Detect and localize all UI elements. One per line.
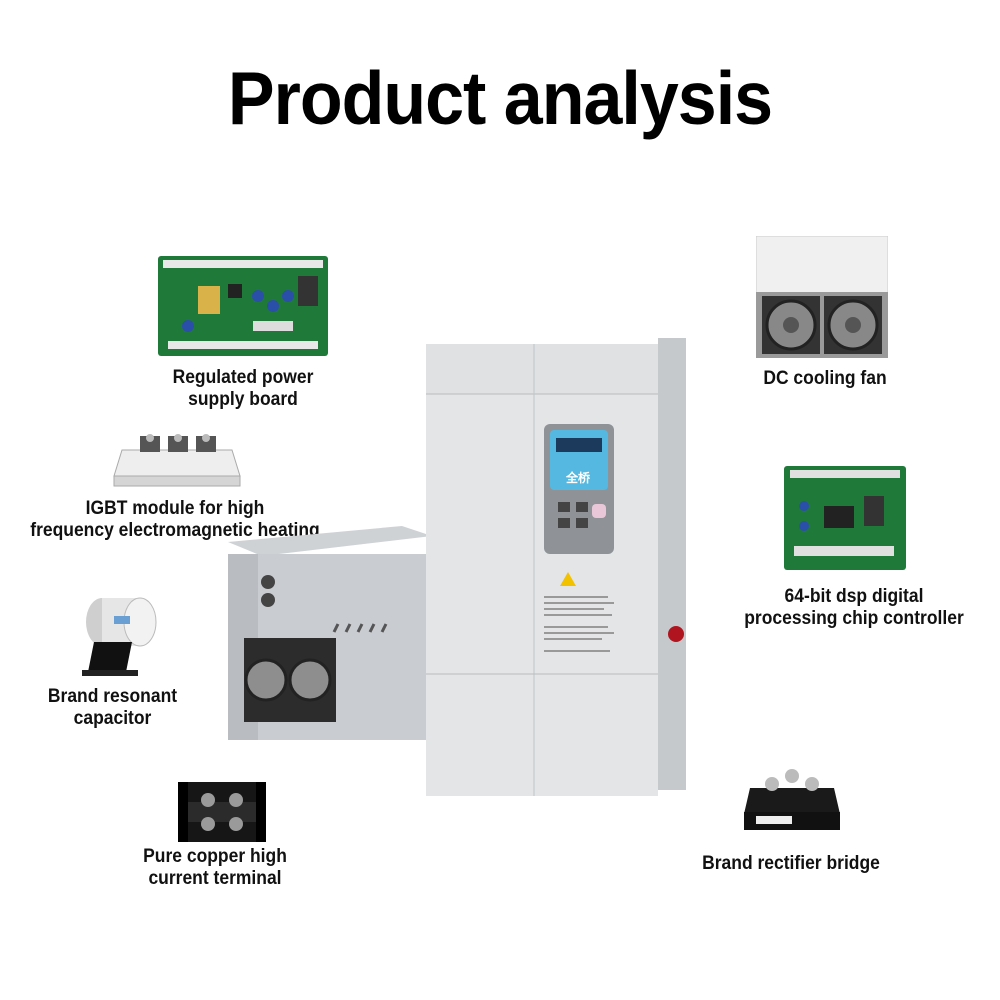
- power-board-label-line2: supply board: [188, 389, 298, 410]
- terminal-image: [178, 782, 266, 842]
- power-board-image: [158, 256, 328, 356]
- cooling-fan-label-line1: DC cooling fan: [763, 368, 887, 389]
- dsp-controller-label-line2: processing chip controller: [744, 608, 964, 629]
- rectifier-label: Brand rectifier bridge: [689, 853, 893, 875]
- dsp-controller-image: [784, 466, 906, 570]
- power-board-label: Regulated power supply board: [137, 367, 349, 411]
- power-board-label-line1: Regulated power: [172, 367, 314, 388]
- cooling-fan-label: DC cooling fan: [738, 368, 913, 390]
- terminal-label-line2: current terminal: [148, 868, 282, 889]
- panel-brand-text: 全桥: [565, 471, 590, 485]
- dsp-controller-label: 64-bit dsp digital processing chip contr…: [731, 586, 978, 630]
- terminal-label-line1: Pure copper high: [143, 846, 287, 867]
- cooling-fan-image: [756, 236, 888, 358]
- heater-cabinet-image: [222, 522, 442, 740]
- page-title: Product analysis: [227, 55, 773, 141]
- igbt-module-label-line1: IGBT module for high: [85, 498, 265, 519]
- igbt-module-label-line2: frequency electromagnetic heating: [30, 520, 320, 541]
- capacitor-image: [72, 592, 162, 680]
- rectifier-image: [744, 766, 840, 832]
- igbt-module-image: [112, 428, 242, 490]
- rectifier-label-line1: Brand rectifier bridge: [702, 853, 880, 874]
- capacitor-label: Brand resonant capacitor: [27, 686, 197, 730]
- dsp-controller-label-line1: 64-bit dsp digital: [784, 586, 924, 607]
- igbt-module-label: IGBT module for high frequency electroma…: [14, 498, 336, 542]
- capacitor-label-line1: Brand resonant: [47, 686, 178, 707]
- terminal-label: Pure copper high current terminal: [123, 846, 307, 890]
- capacitor-label-line2: capacitor: [73, 708, 152, 729]
- heater-main-unit-image: [426, 334, 686, 804]
